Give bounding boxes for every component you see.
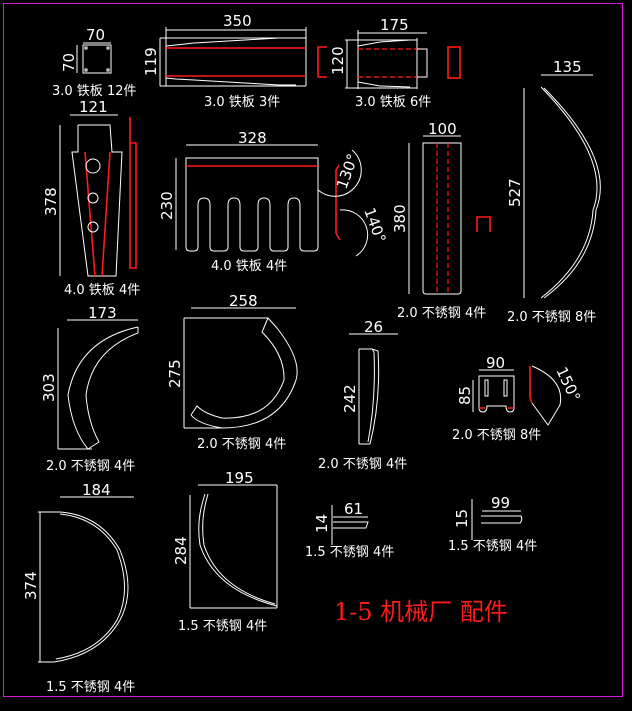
drawing-frame [3,3,623,697]
dim-height: 527 [506,178,524,207]
dim-width: 99 [491,494,510,512]
part-label: 1.5 不锈钢 4件 [448,539,537,554]
dim-height: 70 [60,53,78,72]
dim-height: 374 [22,571,40,600]
part-label: 2.0 不锈钢 8件 [507,310,596,325]
dim-height: 14 [313,514,331,533]
part-10: 26 242 2.0 不锈钢 4件 [318,318,407,472]
dim-width: 121 [79,98,108,116]
part-12: 184 374 1.5 不锈钢 4件 [22,481,135,695]
dim-height: 120 [329,46,347,75]
dim-angle-1: 130° [333,151,362,191]
dim-angle-2: 140° [360,205,389,245]
dim-height: 284 [172,536,190,565]
dim-height: 85 [456,386,474,405]
part-label: 1.5 不锈钢 4件 [305,545,394,560]
part-6: 100 380 2.0 不锈钢 4件 [391,120,491,321]
dim-height: 380 [391,204,409,233]
dim-width: 328 [238,129,267,147]
part-2: 350 119 3.0 铁板 3件 [142,12,327,110]
part-7: 135 527 2.0 不锈钢 8件 [506,58,601,325]
dim-height: 15 [453,509,471,528]
part-label: 1.5 不锈钢 4件 [178,619,267,634]
part-label: 2.0 不锈钢 4件 [397,306,486,321]
part-9: 258 275 2.0 不锈钢 4件 [166,292,298,452]
dim-width: 184 [82,481,111,499]
part-label: 3.0 铁板 3件 [204,95,280,110]
dim-height: 275 [166,359,184,388]
dim-height: 119 [142,47,160,76]
dim-width: 350 [223,12,252,30]
part-label: 4.0 铁板 4件 [64,283,140,298]
dim-width: 258 [229,292,258,310]
part-label: 2.0 不锈钢 4件 [197,437,286,452]
drawing-title: 1-5 机械厂 配件 [334,598,508,626]
part-3: 175 120 3.0 铁板 6件 [329,16,461,110]
dim-width: 173 [88,304,117,322]
dim-width: 90 [486,354,505,372]
part-5: 328 230 130° 140° 4.0 铁板 4件 [158,129,390,274]
part-1-outline [82,44,112,74]
channel-profile-icon [317,46,327,78]
part-label: 2.0 不锈钢 4件 [46,459,135,474]
part-11: 90 85 150° 2.0 不锈钢 8件 [452,354,584,443]
dim-width: 70 [86,26,105,44]
dim-width: 26 [364,318,383,336]
part-4: 121 378 4.0 铁板 4件 [42,98,140,298]
dim-width: 135 [553,58,582,76]
part-8: 173 303 2.0 不锈钢 4件 [40,304,139,474]
part-label: 2.0 不锈钢 8件 [452,428,541,443]
dim-width: 100 [428,120,457,138]
part-14: 61 14 1.5 不锈钢 4件 [305,500,394,560]
part-label: 1.5 不锈钢 4件 [46,680,135,695]
dim-height: 242 [341,384,359,413]
dim-height: 230 [158,191,176,220]
dim-width: 61 [344,500,363,518]
part-label: 3.0 铁板 12件 [52,84,136,99]
dim-height: 303 [40,373,58,402]
dim-height: 378 [42,187,60,216]
part-label: 3.0 铁板 6件 [355,95,431,110]
channel-profile-icon [476,216,491,232]
part-label: 4.0 铁板 4件 [211,259,287,274]
dim-width: 195 [225,469,254,487]
part-15: 99 15 1.5 不锈钢 4件 [448,494,537,554]
side-profile-icon [447,46,461,79]
part-label: 2.0 不锈钢 4件 [318,457,407,472]
dim-width: 175 [380,16,409,34]
part-1: 70 70 3.0 铁板 12件 [52,26,136,99]
part-13: 195 284 1.5 不锈钢 4件 [172,469,278,634]
